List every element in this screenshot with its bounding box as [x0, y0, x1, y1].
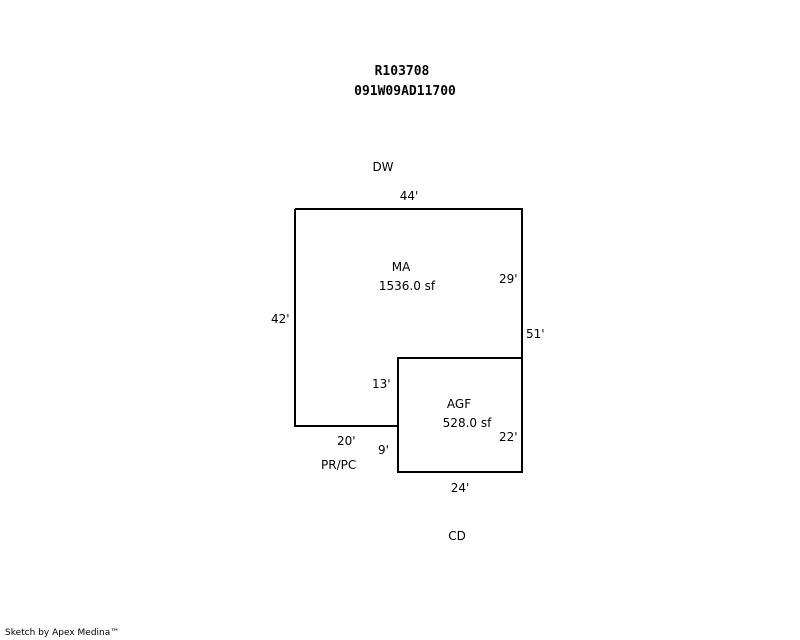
dim-left: 42' [271, 312, 290, 326]
sketch-credit: Sketch by Apex Medina™ [5, 628, 120, 638]
dim-step-vertical: 13' [372, 377, 391, 391]
main-area-code: MA [391, 260, 411, 274]
parcel-id: R103708 [374, 64, 430, 79]
dim-step-lower: 9' [378, 443, 389, 457]
dim-bottom-left: 20' [337, 434, 356, 448]
dim-garage-bottom: 24' [450, 481, 470, 495]
main-area-size: 1536.0 sf [378, 279, 436, 293]
dim-top: 44' [399, 189, 419, 203]
garage-outline [397, 357, 523, 473]
garage-area-size: 528.0 sf [442, 416, 492, 430]
dw-label: DW [372, 160, 394, 174]
dim-right-upper: 29' [499, 272, 518, 286]
pr-pc-label: PR/PC [321, 458, 357, 472]
dim-right-full: 51' [526, 327, 545, 341]
garage-area-code: AGF [446, 397, 472, 411]
map-number: 091W09AD11700 [354, 84, 456, 99]
cd-label: CD [448, 529, 466, 543]
main-area-outline [294, 208, 523, 427]
dim-garage-right: 22' [499, 430, 518, 444]
